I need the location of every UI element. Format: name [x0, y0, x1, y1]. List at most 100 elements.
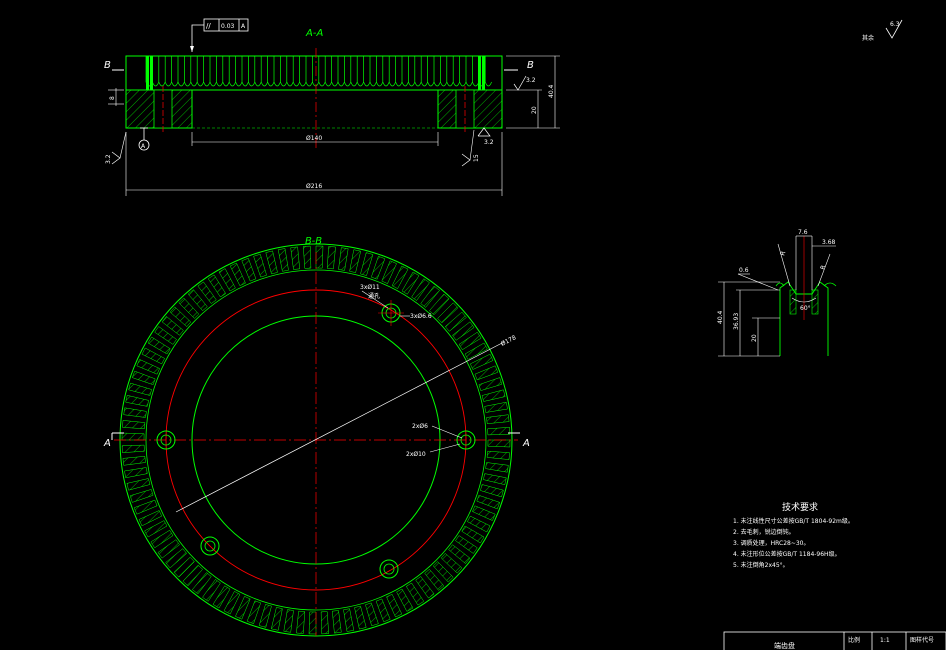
- section-bb-view: B-B Ø178: [103, 236, 530, 637]
- detail-dim-tooth-angle: 60°: [800, 305, 811, 312]
- radial-tooth: [349, 249, 362, 273]
- radial-tooth: [173, 556, 195, 578]
- tooth-slot: [267, 56, 275, 87]
- radial-tooth: [391, 265, 409, 289]
- tooth-slot: [260, 56, 268, 87]
- radial-tooth: [415, 576, 435, 599]
- radial-tooth: [467, 515, 491, 533]
- radial-tooth: [464, 342, 488, 360]
- tooth-slot: [158, 56, 166, 87]
- radial-tooth: [122, 456, 146, 466]
- radial-tooth: [147, 336, 171, 355]
- radial-tooth: [258, 604, 272, 628]
- tooth-slot: [152, 56, 160, 87]
- radial-tooth: [144, 520, 168, 538]
- radial-tooth: [469, 353, 494, 370]
- radial-tooth: [141, 347, 165, 365]
- radial-tooth: [207, 274, 227, 298]
- radial-tooth: [476, 494, 501, 510]
- radial-tooth: [483, 473, 507, 486]
- radial-tooth: [121, 444, 145, 453]
- tooth-slot: [331, 56, 339, 87]
- dim-left-step-text: 8: [109, 96, 116, 100]
- radial-tooth: [265, 250, 278, 275]
- radial-tooth: [246, 600, 262, 625]
- radial-tooth: [332, 610, 342, 634]
- radial-tooth: [375, 598, 391, 623]
- detail-dim-top-width: 7.6: [798, 229, 808, 236]
- radial-tooth: [411, 278, 430, 301]
- radial-tooth: [303, 245, 312, 269]
- hole-note-2: 3xØ6.6: [410, 313, 432, 320]
- tooth-slot: [248, 56, 256, 87]
- tooth-edge: [478, 56, 481, 90]
- radial-tooth: [283, 609, 294, 633]
- radial-tooth: [484, 401, 508, 413]
- hole-note-4: 2xØ10: [406, 451, 426, 458]
- tooth-slot: [273, 56, 281, 87]
- tooth-slot: [222, 56, 230, 87]
- section-aa-view: A-A // 0.03 A: [104, 18, 560, 196]
- dim-bore: Ø140: [191, 132, 439, 146]
- tooth-slot: [440, 56, 448, 87]
- radial-tooth: [487, 439, 511, 448]
- radial-teeth-ring: [121, 245, 511, 635]
- tech-req-item-3: 3. 调质处理，HRC28~30。: [733, 539, 810, 547]
- radial-tooth: [432, 561, 454, 583]
- tooth-slot: [254, 56, 262, 87]
- tolerance-value: 0.03: [221, 23, 235, 30]
- radial-tooth: [277, 248, 289, 272]
- detail-dim-height-total: 40.4: [717, 310, 724, 324]
- tooth-slot: [408, 56, 416, 87]
- radial-tooth: [131, 370, 156, 386]
- radial-tooth: [424, 568, 445, 591]
- title-part-name: 端齿盘: [774, 641, 795, 650]
- tech-requirements: 技术要求 1. 未注线性尺寸公差按GB/T 1804-92m级。 2. 去毛刺，…: [733, 501, 854, 569]
- dim-diameter-leader: [175, 341, 505, 513]
- hole-note-3: 2xØ6: [412, 423, 428, 430]
- tooth-slot: [292, 56, 300, 87]
- tooth-slot: [401, 56, 409, 87]
- tech-req-item-5: 5. 未注倒角2x45°。: [733, 561, 789, 569]
- radial-tooth: [486, 414, 510, 424]
- radial-tooth: [154, 326, 177, 345]
- radial-tooth: [270, 607, 283, 631]
- tooth-slot: [324, 56, 332, 87]
- dim-bore-text: Ø140: [306, 135, 322, 142]
- radial-tooth: [343, 608, 355, 632]
- radial-tooth: [320, 611, 329, 635]
- tooth-slot: [184, 56, 192, 87]
- radial-tooth: [157, 539, 180, 559]
- radial-tooth: [308, 611, 317, 635]
- detail-tooth-right: [811, 289, 819, 315]
- detail-wave-top: [775, 282, 837, 287]
- radial-tooth: [187, 289, 208, 312]
- hole-note-1: 3xØ11: [360, 284, 380, 291]
- hole-top-right: [378, 300, 404, 326]
- tooth-slot: [171, 56, 179, 87]
- title-scale-value: 1:1: [880, 637, 890, 644]
- radial-tooth: [381, 260, 397, 284]
- radial-tooth: [124, 467, 148, 479]
- radial-tooth: [461, 525, 485, 544]
- radial-tooth: [401, 271, 420, 295]
- tooth-slot: [459, 56, 467, 87]
- radial-tooth: [161, 316, 184, 336]
- tooth-slot: [190, 56, 198, 87]
- tooth-slot: [209, 56, 217, 87]
- tolerance-symbol: //: [206, 22, 211, 30]
- tooth-edge: [482, 56, 485, 90]
- tooth-slot: [344, 56, 352, 87]
- radial-tooth: [444, 311, 467, 332]
- tooth-slot: [337, 56, 345, 87]
- radial-tooth: [253, 253, 267, 278]
- tooth-slot: [484, 56, 492, 87]
- tooth-slot: [427, 56, 435, 87]
- radial-tooth: [354, 605, 367, 630]
- radial-tooth: [121, 432, 145, 441]
- tolerance-datum: A: [241, 23, 246, 30]
- radial-tooth: [386, 593, 403, 618]
- hole-left: [156, 430, 176, 450]
- radial-tooth: [315, 245, 324, 269]
